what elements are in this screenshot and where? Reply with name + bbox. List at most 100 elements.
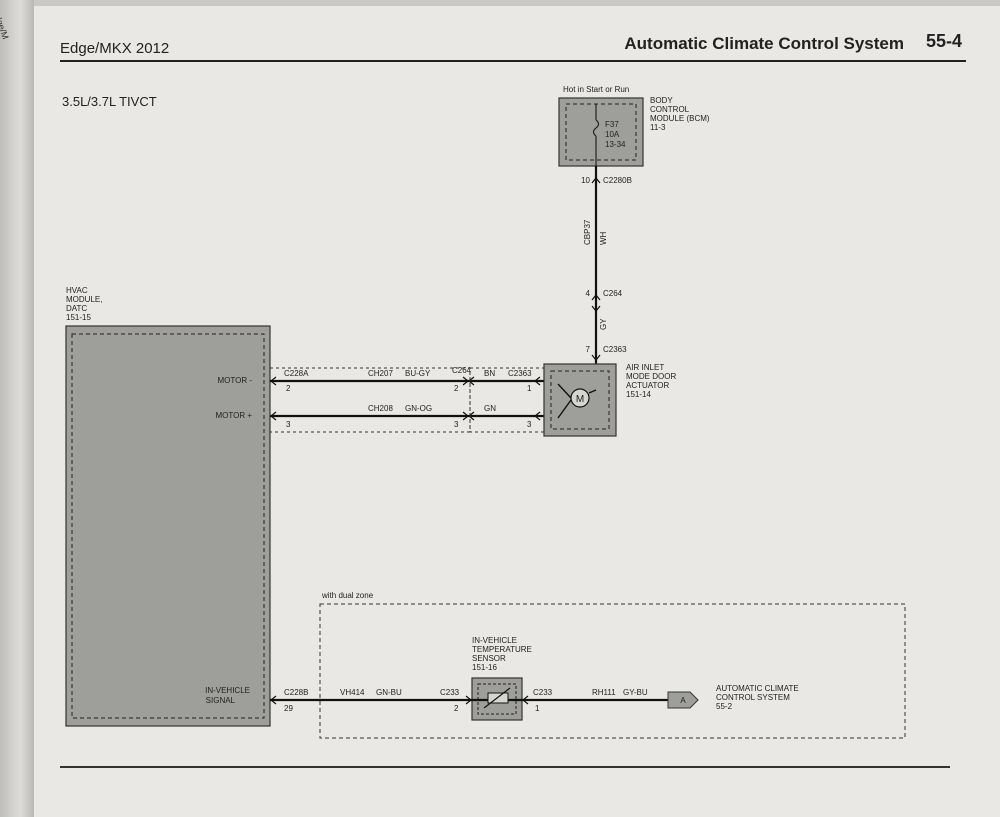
temperature-sensor: IN-VEHICLE TEMPERATURE SENSOR 151-16 xyxy=(471,636,532,721)
wire-color: BN xyxy=(484,369,495,378)
page-reference-tag xyxy=(667,691,699,709)
fuse-line: 13-34 xyxy=(605,140,626,149)
circuit-id: RH111 xyxy=(592,688,616,697)
supply-label: Hot in Start or Run xyxy=(563,85,629,94)
connector-arrow-icon xyxy=(468,411,475,421)
vehicle-title: Edge/MKX 2012 xyxy=(60,40,170,57)
connector-id: C233 xyxy=(440,688,460,697)
wire-color: WH xyxy=(599,231,608,245)
sensor-name-line: TEMPERATURE xyxy=(472,645,532,654)
reference-line: CONTROL SYSTEM xyxy=(716,693,790,702)
actuator-name-line: AIR INLET xyxy=(626,363,664,372)
connector-id: C264 xyxy=(603,289,623,298)
pin-number: 2 xyxy=(454,384,459,393)
reference-line: 55-2 xyxy=(716,702,733,711)
pin-number: 4 xyxy=(586,289,591,298)
reference-line: AUTOMATIC CLIMATE xyxy=(716,684,799,693)
engine-variant: 3.5L/3.7L TIVCT xyxy=(62,94,157,109)
pin-number: 1 xyxy=(527,384,532,393)
sensor-name-line: 151-16 xyxy=(472,663,497,672)
connector-arrow-icon xyxy=(462,376,469,386)
harness-outline xyxy=(469,367,545,433)
connector-id: C264 xyxy=(452,366,472,375)
connector-arrow-icon xyxy=(591,177,601,184)
actuator-name-line: ACTUATOR xyxy=(626,381,669,390)
page-number: 55-4 xyxy=(925,31,962,51)
hvac-name-line: HVAC xyxy=(66,286,88,295)
pin-number: 2 xyxy=(454,704,459,713)
connector-id: C233 xyxy=(533,688,553,697)
wire-color: GN-BU xyxy=(376,688,402,697)
connector-arrow-icon xyxy=(591,305,601,312)
connector-arrow-icon xyxy=(591,294,601,301)
pin-number: 10 xyxy=(581,176,590,185)
bcm-name-line: BODY xyxy=(650,96,673,105)
hvac-name-line: DATC xyxy=(66,304,87,313)
circuit-id: CBP37 xyxy=(583,219,592,245)
wire-in-vehicle-signal: C228B 29 VH414 GN-BU C233 2 C233 1 RH111… xyxy=(270,684,799,713)
fuse-line: F37 xyxy=(605,120,619,129)
connector-arrow-icon xyxy=(462,411,469,421)
connector-arrow-icon xyxy=(270,376,277,386)
circuit-id: CH207 xyxy=(368,369,393,378)
connector-arrow-icon xyxy=(522,695,529,705)
fuse-line: 10A xyxy=(605,130,620,139)
pin-label-motor-minus: MOTOR - xyxy=(217,376,252,385)
wire-color: GN xyxy=(484,404,496,413)
wire-color: GY xyxy=(599,318,608,330)
connector-id: C228A xyxy=(284,369,309,378)
hvac-name-line: MODULE, xyxy=(66,295,102,304)
motor-icon-letter: M xyxy=(576,394,584,405)
pin-number: 3 xyxy=(286,420,291,429)
body-control-module: Hot in Start or Run F37 10A 13-34 BODY C… xyxy=(558,85,710,167)
pin-label-motor-plus: MOTOR + xyxy=(215,411,252,420)
sensor-name-line: SENSOR xyxy=(472,654,506,663)
circuit-id: CH208 xyxy=(368,404,393,413)
pin-number: 2 xyxy=(286,384,291,393)
bcm-name-line: MODULE (BCM) xyxy=(650,114,710,123)
wire-bcm-to-actuator: 10 C2280B CBP37 WH 4 C264 GY 7 C2363 xyxy=(581,166,632,390)
footer-rule xyxy=(60,766,950,768)
actuator-name-line: MODE DOOR xyxy=(626,372,676,381)
connector-arrow-icon xyxy=(270,411,277,421)
bcm-name-line: CONTROL xyxy=(650,105,690,114)
thermistor-icon xyxy=(487,692,509,704)
connector-arrow-icon xyxy=(468,376,475,386)
hvac-name-line: 151-15 xyxy=(66,313,91,322)
pin-number: 1 xyxy=(535,704,540,713)
facing-page-edge: Edge/M xyxy=(0,0,34,817)
pin-label-signal: IN-VEHICLE xyxy=(205,686,250,695)
dual-zone-group: with dual zone xyxy=(319,591,906,739)
dual-zone-label: with dual zone xyxy=(321,591,374,600)
connector-arrow-icon xyxy=(465,695,472,705)
pin-number: 3 xyxy=(527,420,532,429)
wire-color: GY-BU xyxy=(623,688,648,697)
wire-motor-plus: 3 CH208 GN-OG 3 GN 3 xyxy=(270,404,544,429)
actuator-name-line: 151-14 xyxy=(626,390,651,399)
connector-arrow-icon xyxy=(270,695,277,705)
connector-id: C2280B xyxy=(603,176,632,185)
connector-arrow-icon xyxy=(534,411,541,421)
connector-id: C2363 xyxy=(603,345,627,354)
pin-number: 3 xyxy=(454,420,459,429)
wire-motor-minus: C228A 2 CH207 BU-GY C264 2 BN C2363 1 xyxy=(270,366,544,393)
wire-color: BU-GY xyxy=(405,369,431,378)
pin-number: 7 xyxy=(586,345,591,354)
reference-letter: A xyxy=(680,696,686,705)
wire-color: GN-OG xyxy=(405,404,432,413)
pin-label-signal: SIGNAL xyxy=(206,696,236,705)
air-inlet-actuator: M AIR INLET MODE DOOR ACTUATOR 151-14 xyxy=(543,363,676,437)
sensor-name-line: IN-VEHICLE xyxy=(472,636,517,645)
section-title: Automatic Climate Control System xyxy=(624,34,904,53)
connector-id: C2363 xyxy=(508,369,532,378)
fuse-icon xyxy=(592,119,600,137)
connector-arrow-icon xyxy=(591,354,601,361)
connector-id: C228B xyxy=(284,688,308,697)
circuit-id: VH414 xyxy=(340,688,365,697)
pin-number: 29 xyxy=(284,704,293,713)
hvac-module: HVAC MODULE, DATC 151-15 MOTOR - MOTOR +… xyxy=(65,286,271,727)
connector-arrow-icon xyxy=(534,376,541,386)
header-rule xyxy=(60,60,966,62)
bcm-name-line: 11-3 xyxy=(650,123,666,132)
